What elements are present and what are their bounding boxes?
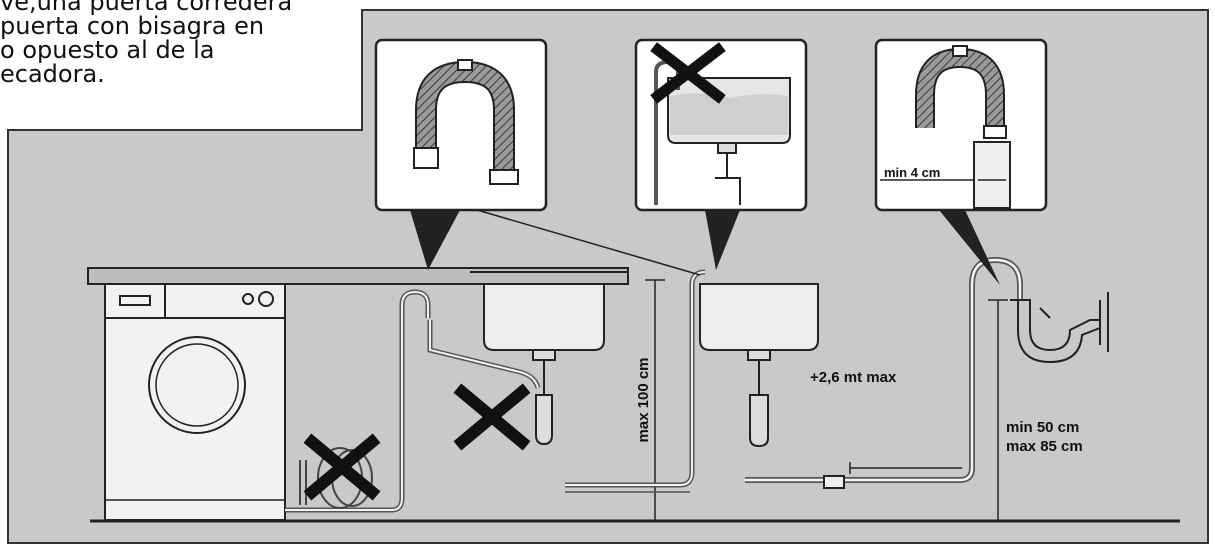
- sink-icon: [699, 283, 819, 448]
- detail-box-hose-bend: [374, 38, 548, 212]
- x-mark-icon: [303, 433, 381, 501]
- detail-box-sink-overflow: [634, 38, 808, 212]
- x-mark-icon: [650, 42, 726, 104]
- label-hose-length: +2,6 mt max: [810, 369, 897, 386]
- hose-u-bend-icon: [915, 45, 1007, 139]
- intro-text: ve,una puerta corredera puerta con bisag…: [0, 0, 293, 88]
- label-max-height: max 100 cm: [635, 357, 652, 442]
- washing-machine-icon: [104, 283, 286, 521]
- label-range-min: min 50 cm: [1006, 419, 1079, 436]
- countertop: [87, 267, 629, 285]
- pointer-wedge: [935, 205, 1000, 285]
- x-mark-icon: [453, 383, 531, 451]
- sink-icon: [483, 283, 605, 446]
- detail-box-min-gap: min 4 cm: [874, 38, 1048, 212]
- siphon-icon: [1010, 292, 1109, 364]
- pointer-wedge: [705, 210, 740, 270]
- label-min-gap: min 4 cm: [884, 165, 940, 180]
- hose-u-bend-icon: [413, 59, 519, 185]
- pointer-wedge: [410, 210, 460, 270]
- label-range-max: max 85 cm: [1006, 438, 1083, 455]
